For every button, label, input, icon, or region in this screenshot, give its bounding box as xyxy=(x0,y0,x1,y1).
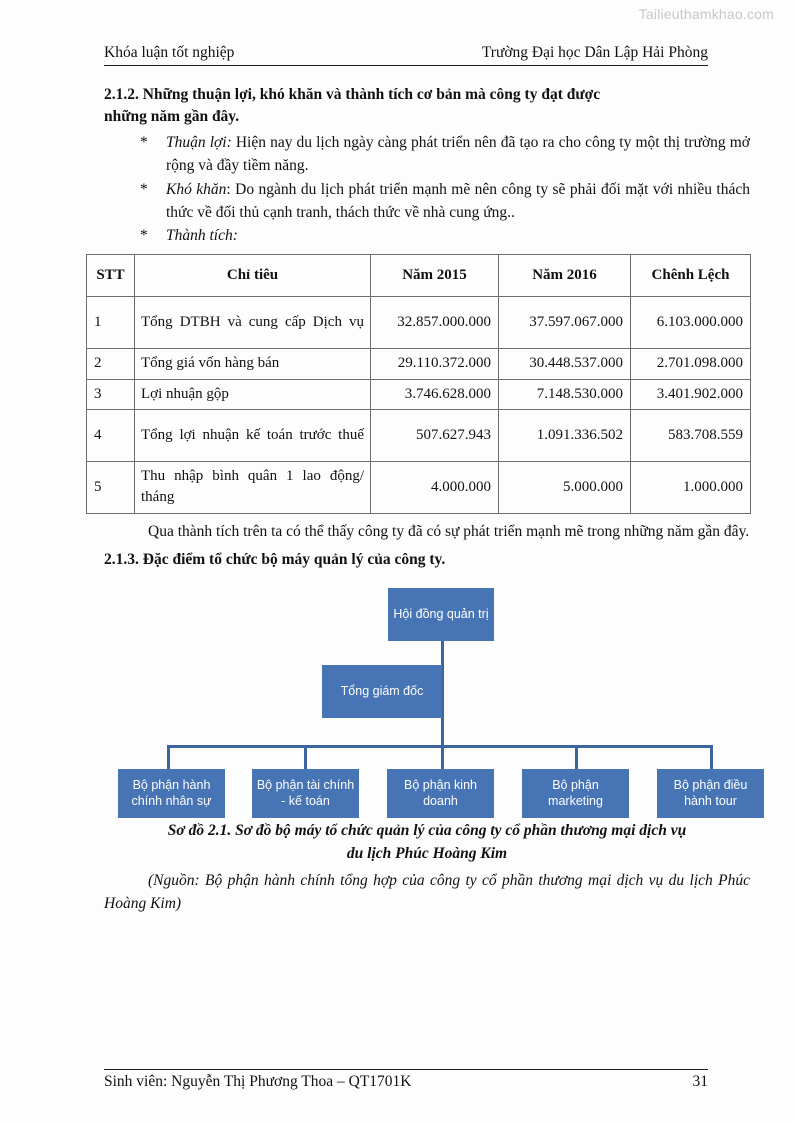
cell-name: Tổng lợi nhuận kế toán trước thuế xyxy=(134,408,371,462)
connector-drop-dept-5 xyxy=(710,745,713,770)
table-row: 1 Tổng DTBH và cung cấp Dịch vụ 32.857.0… xyxy=(86,296,751,350)
footer-page-number: 31 xyxy=(692,1073,709,1090)
cell-stt: 2 xyxy=(86,348,135,380)
column-header-year2: Năm 2016 xyxy=(498,254,631,298)
column-header-year1: Năm 2015 xyxy=(370,254,499,298)
connector-drop-dept-4 xyxy=(575,745,578,770)
connector-horizontal-bus xyxy=(167,745,713,749)
paragraph-after-table: Qua thành tích trên ta có thể thấy công … xyxy=(148,522,750,540)
bullet-text: : Do ngành du lịch phát triển mạnh mẽ nê… xyxy=(166,180,750,221)
page-content: 2.1.2. Những thuận lợi, khó khăn và thàn… xyxy=(86,84,764,916)
table-row: 4 Tổng lợi nhuận kế toán trước thuế 507.… xyxy=(86,408,751,462)
table-row: 5 Thu nhập bình quân 1 lao động/ tháng 4… xyxy=(86,460,751,514)
org-node-board[interactable]: Hội đồng quản trị xyxy=(388,588,494,642)
table-row: 3 Lợi nhuận gộp 3.746.628.000 7.148.530.… xyxy=(86,378,751,410)
list-item: * Thuận lợi: Hiện nay du lịch ngày càng … xyxy=(104,131,750,178)
cell-stt: 5 xyxy=(86,460,135,514)
org-node-department-5[interactable]: Bộ phận điều hành tour xyxy=(657,769,764,819)
column-header-name: Chỉ tiêu xyxy=(134,254,371,298)
header-left-text: Khóa luận tốt nghiệp xyxy=(104,44,235,61)
cell-diff: 6.103.000.000 xyxy=(630,296,751,350)
section-heading-2-1-2: 2.1.2. Những thuận lợi, khó khăn và thàn… xyxy=(104,84,750,128)
caption-line-2: du lịch Phúc Hoàng Kim xyxy=(346,844,508,862)
cell-diff: 2.701.098.000 xyxy=(630,348,751,380)
heading-line-1: 2.1.2. Những thuận lợi, khó khăn và thàn… xyxy=(104,86,601,103)
cell-year2: 7.148.530.000 xyxy=(498,378,631,410)
org-chart-diagram: Hội đồng quản trị Tổng giám đốc Bộ phận … xyxy=(104,579,764,819)
bullet-text: Hiện nay du lịch ngày càng phát triển nê… xyxy=(166,134,751,175)
cell-year1: 32.857.000.000 xyxy=(370,296,499,350)
cell-year1: 29.110.372.000 xyxy=(370,348,499,380)
cell-stt: 1 xyxy=(86,296,135,350)
heading-line-2: những năm gần đây. xyxy=(104,108,240,125)
table-row: 2 Tổng giá vốn hàng bán 29.110.372.000 3… xyxy=(86,348,751,380)
connector-drop-dept-2 xyxy=(304,745,307,770)
bullet-marker: * xyxy=(140,227,148,244)
column-header-diff: Chênh Lệch xyxy=(630,254,751,298)
column-header-stt: STT xyxy=(86,254,135,298)
table-header-row: STT Chỉ tiêu Năm 2015 Năm 2016 Chênh Lệc… xyxy=(86,254,751,298)
cell-year1: 4.000.000 xyxy=(370,460,499,514)
cell-year2: 30.448.537.000 xyxy=(498,348,631,380)
org-node-department-2[interactable]: Bộ phận tài chính - kế toán xyxy=(252,769,359,819)
cell-stt: 3 xyxy=(86,378,135,410)
financial-results-table: STT Chỉ tiêu Năm 2015 Năm 2016 Chênh Lệc… xyxy=(86,254,751,514)
cell-year1: 507.627.943 xyxy=(370,408,499,462)
figure-source-note: (Nguồn: Bộ phận hành chính tổng hợp của … xyxy=(104,872,750,913)
cell-year2: 5.000.000 xyxy=(498,460,631,514)
cell-diff: 3.401.902.000 xyxy=(630,378,751,410)
cell-diff: 583.708.559 xyxy=(630,408,751,462)
header-right-text: Trường Đại học Dân Lập Hải Phòng xyxy=(481,44,708,61)
caption-line-1: Sơ đồ 2.1. Sơ đồ bộ máy tổ chức quản lý … xyxy=(167,822,687,840)
figure-caption: Sơ đồ 2.1. Sơ đồ bộ máy tổ chức quản lý … xyxy=(104,820,750,865)
cell-name: Tổng giá vốn hàng bán xyxy=(134,348,371,380)
cell-year1: 3.746.628.000 xyxy=(370,378,499,410)
cell-name: Tổng DTBH và cung cấp Dịch vụ xyxy=(134,296,371,350)
bullet-label: Thuận lợi: xyxy=(166,134,232,151)
section-heading-2-1-3: 2.1.3. Đặc điểm tổ chức bộ máy quản lý c… xyxy=(104,551,446,569)
cell-year2: 37.597.067.000 xyxy=(498,296,631,350)
footer-student-name: Sinh viên: Nguyễn Thị Phương Thoa – QT17… xyxy=(104,1073,412,1090)
cell-name: Thu nhập bình quân 1 lao động/ tháng xyxy=(134,460,371,514)
list-item: * Thành tích: xyxy=(104,224,750,247)
cell-year2: 1.091.336.502 xyxy=(498,408,631,462)
cell-diff: 1.000.000 xyxy=(630,460,751,514)
bullet-label: Khó khăn xyxy=(166,180,227,198)
running-header: Khóa luận tốt nghiệp Trường Đại học Dân … xyxy=(104,44,708,66)
watermark-text: Tailieuthamkhao.com xyxy=(638,6,774,22)
bullet-marker: * xyxy=(140,180,148,198)
org-node-department-1[interactable]: Bộ phận hành chính nhân sự xyxy=(118,769,225,819)
org-node-department-4[interactable]: Bộ phận marketing xyxy=(522,769,629,819)
org-node-ceo[interactable]: Tổng giám đốc xyxy=(322,665,442,719)
bullet-marker: * xyxy=(140,134,148,151)
cell-stt: 4 xyxy=(86,408,135,462)
bullet-label: Thành tích: xyxy=(166,227,238,244)
cell-name: Lợi nhuận gộp xyxy=(134,378,371,410)
connector-drop-dept-1 xyxy=(167,745,170,770)
connector-drop-dept-3 xyxy=(441,745,444,770)
bullet-list: * Thuận lợi: Hiện nay du lịch ngày càng … xyxy=(104,131,750,247)
running-footer: Sinh viên: Nguyễn Thị Phương Thoa – QT17… xyxy=(104,1069,708,1091)
list-item: * Khó khăn: Do ngành du lịch phát triển … xyxy=(104,178,750,225)
org-node-department-3[interactable]: Bộ phận kinh doanh xyxy=(387,769,494,819)
